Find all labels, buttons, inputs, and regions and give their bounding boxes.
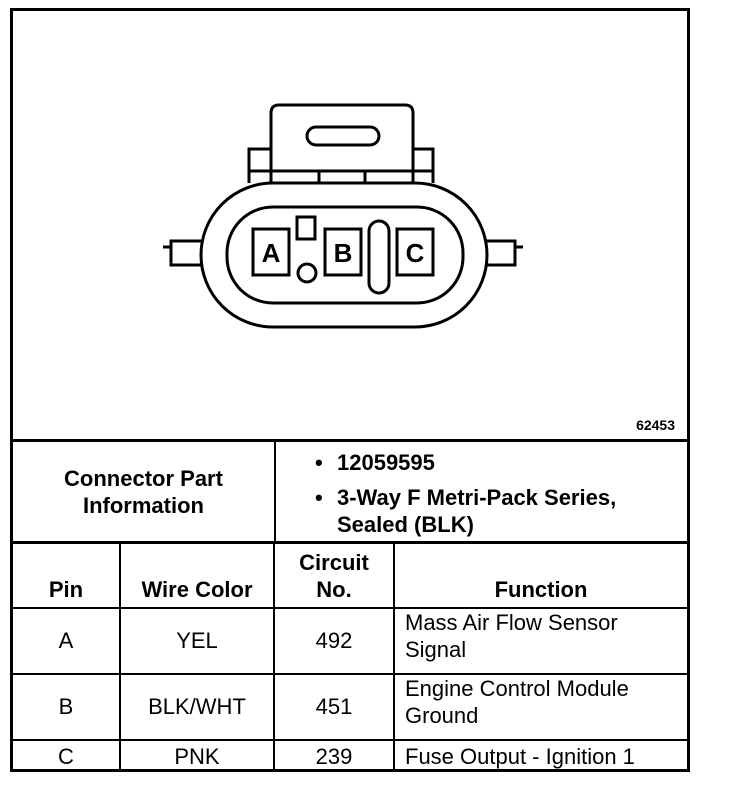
row-b-wire-color: BLK/WHT xyxy=(148,694,246,719)
connector-diagram: A B C 62453 xyxy=(13,11,687,439)
header-circuit: Circuit No. xyxy=(275,544,393,607)
bullet-icon: • xyxy=(315,450,323,475)
part-description-line1: 3-Way F Metri-Pack Series, xyxy=(337,485,617,510)
lock-tab-slot xyxy=(305,125,381,147)
connector-housing xyxy=(199,181,489,329)
figure-number: 62453 xyxy=(636,417,675,433)
header-circuit-line1: Circuit xyxy=(299,549,369,575)
row-a-wire-color: YEL xyxy=(176,628,218,653)
connector-face-svg: A B C xyxy=(163,103,523,329)
pin-label-a: A xyxy=(262,238,281,268)
row-a-function-line1: Mass Air Flow Sensor xyxy=(405,610,618,635)
row-c-wire-color: PNK xyxy=(174,743,220,769)
right-ear xyxy=(485,239,517,267)
pin-label-b: B xyxy=(334,238,353,268)
header-pin: Pin xyxy=(48,577,84,602)
divider-header xyxy=(13,607,687,609)
connector-info-frame: A B C 62453 Connector Part Information •… xyxy=(10,8,690,772)
part-info-item-2: • 3-Way F Metri-Pack Series, Sealed (BLK) xyxy=(315,484,616,538)
part-description-line2: Sealed (BLK) xyxy=(337,512,474,537)
header-circuit-line2: No. xyxy=(316,576,352,602)
row-b-function: Engine Control Module Ground xyxy=(395,675,687,739)
header-function: Function xyxy=(494,577,588,602)
part-info-title-line2: Information xyxy=(82,492,204,518)
divider-row-a xyxy=(13,673,687,675)
part-info-item-1: • 12059595 xyxy=(315,449,435,476)
row-c-circuit: 239 xyxy=(315,743,353,769)
part-number: 12059595 xyxy=(337,450,435,475)
cavity-c xyxy=(395,227,435,277)
divider-info-vertical xyxy=(274,442,276,541)
header-wire-color: Wire Color xyxy=(141,577,253,602)
row-b-pin: B xyxy=(58,694,74,719)
row-c-function: Fuse Output - Ignition 1 xyxy=(405,744,635,769)
bullet-icon: • xyxy=(315,485,323,510)
cavity-a xyxy=(251,227,291,277)
row-b-function-line2: Ground xyxy=(405,703,479,728)
divider-col-wire xyxy=(273,544,275,772)
cavity-b xyxy=(323,227,363,277)
divider-col-circuit xyxy=(393,544,395,772)
divider-info xyxy=(13,541,687,544)
divider-diagram xyxy=(13,439,687,442)
row-b-function-line1: Engine Control Module xyxy=(405,676,629,701)
connector-face xyxy=(225,205,465,305)
cavity-divider xyxy=(367,219,391,295)
left-ear xyxy=(169,239,201,267)
row-a-function: Mass Air Flow Sensor Signal xyxy=(395,609,687,673)
row-b-circuit: 451 xyxy=(315,694,353,719)
row-c-pin: C xyxy=(58,743,74,769)
key-circle xyxy=(296,262,318,284)
row-a-circuit: 492 xyxy=(315,628,353,653)
divider-row-b xyxy=(13,739,687,741)
row-a-function-line2: Signal xyxy=(405,637,467,662)
part-info-title: Connector Part Information xyxy=(13,442,274,541)
pin-label-c: C xyxy=(406,238,425,268)
divider-col-pin xyxy=(119,544,121,772)
part-info-title-line1: Connector Part xyxy=(64,465,223,491)
lock-tab-outline xyxy=(269,103,415,183)
key-tab xyxy=(295,215,317,241)
row-a-pin: A xyxy=(58,628,74,653)
